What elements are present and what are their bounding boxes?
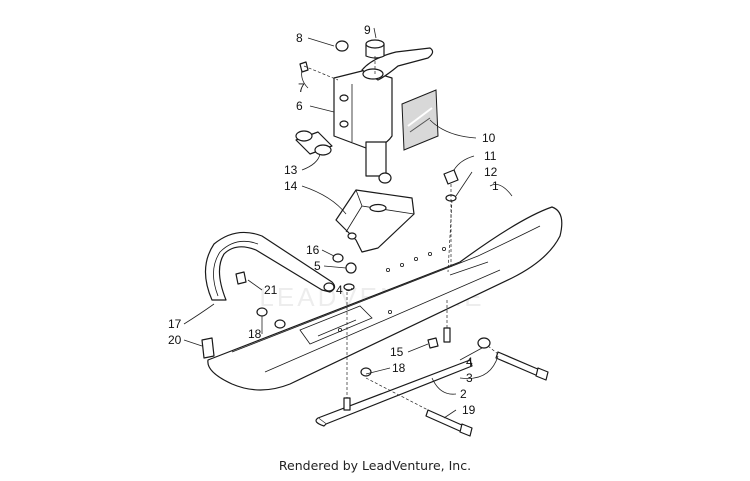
callout-19: 19 xyxy=(462,403,476,417)
alignment-lines xyxy=(303,56,499,411)
callout-20: 20 xyxy=(168,333,182,347)
callout-11: 11 xyxy=(484,149,497,163)
callout-3: 3 xyxy=(466,371,473,385)
callout-10: 10 xyxy=(482,131,496,145)
saddle-bracket xyxy=(335,189,415,253)
callout-14: 14 xyxy=(284,179,298,193)
nut-8 xyxy=(335,40,349,52)
callout-7: 7 xyxy=(298,81,305,95)
callout-1: 1 xyxy=(492,179,499,193)
decal xyxy=(401,89,439,151)
callout-18a: 18 xyxy=(248,327,262,341)
ski xyxy=(207,206,563,391)
bolt-3 xyxy=(495,351,541,377)
footer-credit: Rendered by LeadVenture, Inc. xyxy=(278,458,472,473)
screw-15 xyxy=(427,337,439,349)
callout-16: 16 xyxy=(306,243,320,257)
callout-18b: 18 xyxy=(392,361,406,375)
pin-21 xyxy=(235,271,247,285)
spindle-housing xyxy=(333,39,434,184)
ski-handle xyxy=(204,231,336,301)
callout-8: 8 xyxy=(296,31,303,45)
callout-6: 6 xyxy=(296,99,303,113)
washer-18a xyxy=(256,307,268,317)
wear-bar xyxy=(315,327,473,427)
callout-12: 12 xyxy=(484,165,498,179)
callout-5: 5 xyxy=(314,259,321,273)
washer-5 xyxy=(345,262,357,274)
washer-4a xyxy=(343,283,355,291)
callout-2: 2 xyxy=(460,387,467,401)
callout-13: 13 xyxy=(284,163,298,177)
washer-18b xyxy=(274,319,286,329)
callout-15: 15 xyxy=(390,345,404,359)
bolt-20 xyxy=(201,337,215,359)
bushing-16 xyxy=(332,253,344,263)
bushing xyxy=(295,130,333,156)
washer-4b xyxy=(477,337,491,349)
cotter-7 xyxy=(299,61,309,73)
callout-9: 9 xyxy=(364,23,371,37)
bolt-19 xyxy=(425,409,465,433)
washer-18c xyxy=(360,367,372,377)
bolts xyxy=(201,337,549,437)
hardware xyxy=(235,40,491,377)
callout-4b: 4 xyxy=(466,355,473,369)
leader-lines xyxy=(183,27,513,419)
nut-11 xyxy=(443,169,459,185)
callout-4a: 4 xyxy=(336,283,343,297)
callout-17: 17 xyxy=(168,317,182,331)
callout-21: 21 xyxy=(264,283,278,297)
callouts: 9 8 7 6 10 11 12 1 13 14 16 5 4 21 17 20… xyxy=(168,23,499,417)
